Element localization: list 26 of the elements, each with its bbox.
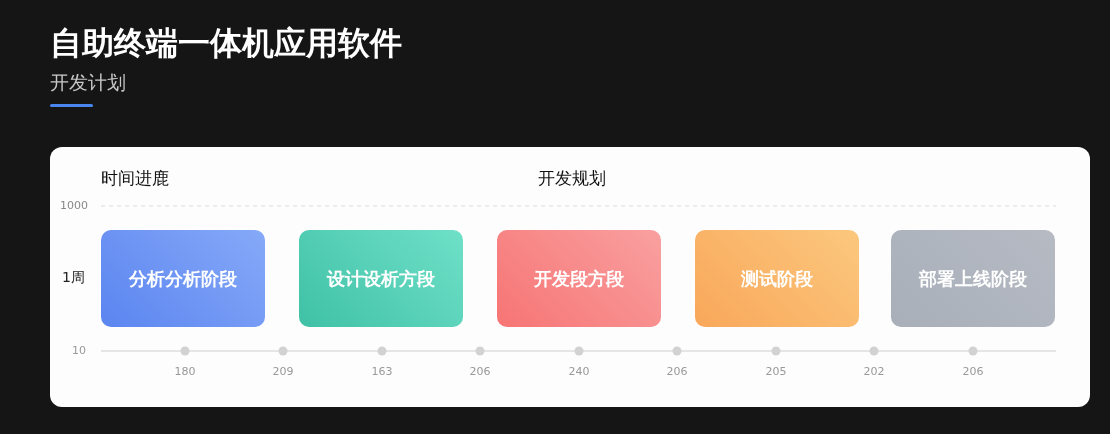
phase-box bbox=[299, 230, 463, 327]
tick-label: 206 bbox=[665, 365, 689, 378]
tick-label: 240 bbox=[567, 365, 591, 378]
axis-label: 10 bbox=[72, 344, 86, 357]
tick-label: 202 bbox=[862, 365, 886, 378]
phase-label: 部署上线阶段 bbox=[919, 266, 1027, 291]
phase-box bbox=[695, 230, 859, 327]
axis-label: 1周 bbox=[62, 269, 85, 287]
tick-label: 209 bbox=[271, 365, 295, 378]
tick-label: 163 bbox=[370, 365, 394, 378]
tick-label: 205 bbox=[764, 365, 788, 378]
subtitle: 开发计划 bbox=[50, 70, 126, 95]
phase-box bbox=[101, 230, 265, 327]
page-title: 自助终端一体机应用软件 bbox=[50, 23, 402, 64]
phase-label: 分析分析阶段 bbox=[129, 266, 237, 291]
phase-label: 设计设析方段 bbox=[327, 266, 435, 291]
section-heading: 开发规划 bbox=[538, 167, 606, 190]
phase-box bbox=[497, 230, 661, 327]
section-heading: 时间进鹿 bbox=[101, 167, 169, 190]
axis-label: 1000 bbox=[60, 199, 88, 212]
phase-label: 开发段方段 bbox=[534, 266, 624, 291]
tick-label: 206 bbox=[468, 365, 492, 378]
phase-label: 测试阶段 bbox=[741, 266, 813, 291]
phase-box bbox=[891, 230, 1055, 327]
tick-label: 206 bbox=[961, 365, 985, 378]
tick-label: 180 bbox=[173, 365, 197, 378]
